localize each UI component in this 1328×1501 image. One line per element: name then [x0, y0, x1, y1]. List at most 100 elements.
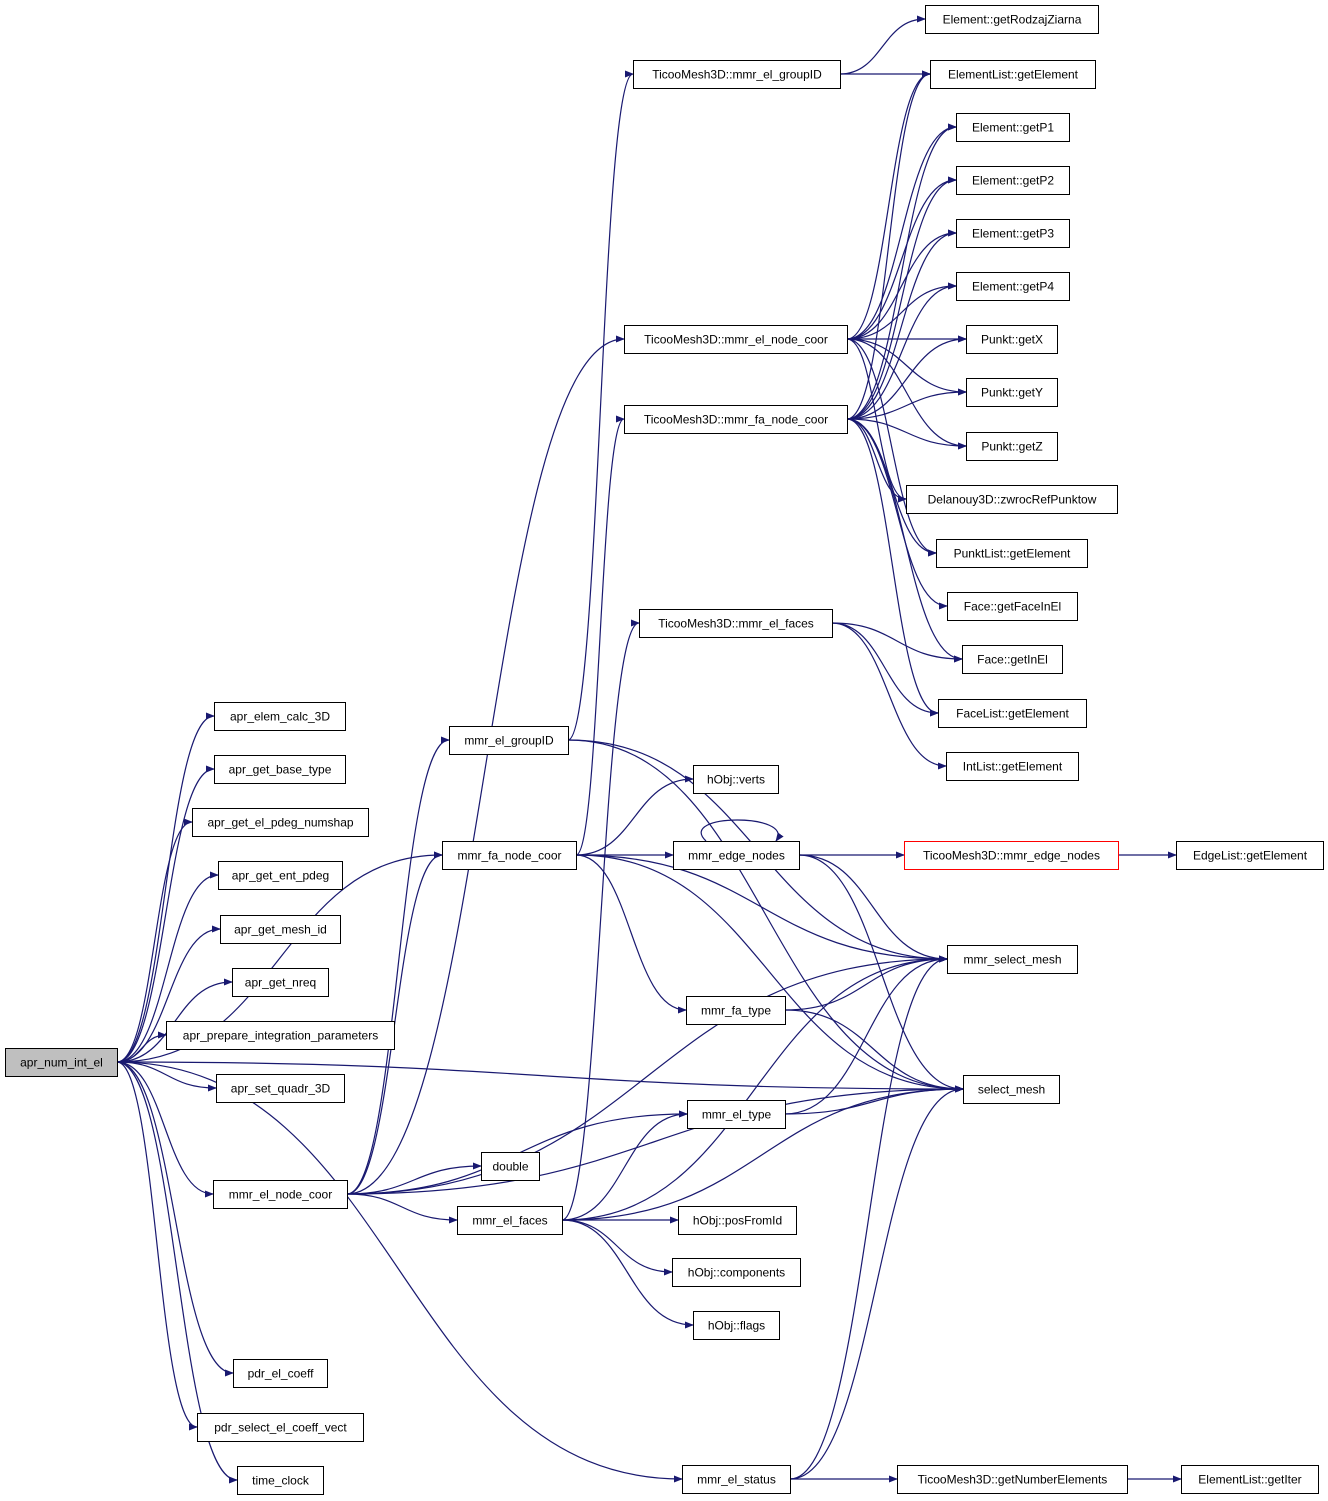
node-time-clock[interactable]: time_clock	[237, 1466, 324, 1495]
node-tm3d-getnumberelements[interactable]: TicooMesh3D::getNumberElements	[897, 1465, 1128, 1494]
edge-mmr-el-node-coor-to-mmr-select-mesh	[346, 955, 948, 1195]
node-apr-get-ent-pdeg[interactable]: apr_get_ent_pdeg	[218, 861, 343, 890]
edge-mmr-edge-nodes-to-select-mesh	[798, 854, 964, 1093]
node-label: mmr_el_node_coor	[229, 1188, 332, 1202]
edge-mmr-el-type-to-mmr-select-mesh	[784, 955, 948, 1115]
node-label: mmr_fa_type	[701, 1004, 771, 1018]
edge-mmr-fa-node-coor-to-mmr-select-mesh	[575, 854, 948, 963]
edge-tm3d-mmr-fa-node-coor-to-delanouy3d-zwrocrefpunktow	[846, 418, 907, 503]
node-mmr-el-status[interactable]: mmr_el_status	[682, 1465, 791, 1494]
edge-tm3d-mmr-el-node-coor-to-punktlist-getelement	[846, 338, 937, 557]
node-box	[214, 755, 346, 784]
node-apr-get-base-type[interactable]: apr_get_base_type	[214, 755, 346, 784]
node-element-getp4[interactable]: Element::getP4	[956, 272, 1070, 301]
node-box	[956, 166, 1070, 195]
node-tm3d-mmr-el-faces[interactable]: TicooMesh3D::mmr_el_faces	[639, 609, 833, 638]
node-punkt-getx[interactable]: Punkt::getX	[966, 325, 1058, 354]
node-apr-get-el-pdeg-numshap[interactable]: apr_get_el_pdeg_numshap	[192, 808, 369, 837]
node-label: apr_get_el_pdeg_numshap	[207, 816, 353, 830]
node-elementlist-getelement[interactable]: ElementList::getElement	[930, 60, 1096, 89]
edge-mmr-el-faces-to-select-mesh	[561, 1085, 964, 1221]
node-tm3d-mmr-edge-nodes[interactable]: TicooMesh3D::mmr_edge_nodes	[904, 841, 1119, 870]
node-pdr-select-el-coeff-vect[interactable]: pdr_select_el_coeff_vect	[197, 1413, 364, 1442]
node-apr-get-mesh-id[interactable]: apr_get_mesh_id	[220, 915, 341, 944]
edge-mmr-edge-nodes-to-mmr-select-mesh	[798, 854, 948, 963]
edge-mmr-fa-node-coor-to-hobj-verts	[575, 775, 694, 856]
node-element-getrodzajziarna[interactable]: Element::getRodzajZiarna	[925, 5, 1099, 34]
node-label: mmr_fa_node_coor	[457, 849, 561, 863]
node-mmr-select-mesh[interactable]: mmr_select_mesh	[947, 945, 1078, 974]
node-label: TicooMesh3D::mmr_el_faces	[658, 617, 814, 631]
node-box	[687, 1100, 786, 1129]
edge-mmr-fa-type-to-mmr-select-mesh	[784, 955, 948, 1011]
node-label: PunktList::getElement	[954, 547, 1071, 561]
call-nodes: apr_num_int_elapr_elem_calc_3Dapr_get_ba…	[5, 5, 1324, 1495]
node-box	[925, 5, 1099, 34]
edge-apr-num-int-el-to-apr-prepare-integration-parameters	[116, 1031, 167, 1063]
node-box	[166, 1021, 395, 1050]
node-select-mesh[interactable]: select_mesh	[963, 1075, 1060, 1104]
node-intlist-getelement[interactable]: IntList::getElement	[946, 752, 1079, 781]
edge-tm3d-mmr-el-node-coor-to-punkt-gety	[846, 338, 967, 396]
node-box	[904, 841, 1119, 870]
node-mmr-el-faces[interactable]: mmr_el_faces	[457, 1206, 563, 1235]
node-box	[966, 432, 1058, 461]
node-tm3d-mmr-fa-node-coor[interactable]: TicooMesh3D::mmr_fa_node_coor	[624, 405, 848, 434]
node-edgelist-getelement[interactable]: EdgeList::getElement	[1176, 841, 1324, 870]
node-face-getinel[interactable]: Face::getInEl	[962, 645, 1063, 674]
node-apr-prepare-integration-parameters[interactable]: apr_prepare_integration_parameters	[166, 1021, 395, 1050]
node-box	[897, 1465, 1128, 1494]
node-apr-get-nreq[interactable]: apr_get_nreq	[232, 968, 329, 997]
node-pdr-el-coeff[interactable]: pdr_el_coeff	[233, 1359, 328, 1388]
node-mmr-fa-node-coor[interactable]: mmr_fa_node_coor	[442, 841, 577, 870]
node-elementlist-getiter[interactable]: ElementList::getIter	[1181, 1465, 1319, 1494]
node-box	[966, 378, 1058, 407]
node-tm3d-mmr-el-node-coor[interactable]: TicooMesh3D::mmr_el_node_coor	[624, 325, 848, 354]
edge-tm3d-mmr-el-node-coor-to-punkt-getz	[846, 338, 967, 450]
node-box	[197, 1413, 364, 1442]
node-mmr-fa-type[interactable]: mmr_fa_type	[686, 996, 786, 1025]
edge-mmr-el-node-coor-to-tm3d-mmr-el-node-coor	[346, 335, 625, 1195]
node-box	[214, 702, 346, 731]
node-punkt-getz[interactable]: Punkt::getZ	[966, 432, 1058, 461]
node-apr-set-quadr-3d[interactable]: apr_set_quadr_3D	[216, 1074, 345, 1103]
node-label: Element::getP4	[972, 280, 1054, 294]
node-box	[966, 325, 1058, 354]
edge-tm3d-mmr-el-node-coor-to-delanouy3d-zwrocrefpunktow	[846, 338, 907, 503]
node-label: ElementList::getElement	[948, 68, 1079, 82]
node-box	[946, 752, 1079, 781]
node-double[interactable]: double	[481, 1152, 540, 1181]
node-element-getp1[interactable]: Element::getP1	[956, 113, 1070, 142]
node-label: Element::getRodzajZiarna	[943, 13, 1082, 27]
node-facelist-getelement[interactable]: FaceList::getElement	[938, 699, 1087, 728]
edge-tm3d-mmr-fa-node-coor-to-element-getp4	[846, 282, 957, 420]
edge-tm3d-mmr-fa-node-coor-to-punkt-getz	[846, 418, 967, 450]
node-mmr-el-type[interactable]: mmr_el_type	[687, 1100, 786, 1129]
node-punkt-gety[interactable]: Punkt::getY	[966, 378, 1058, 407]
node-label: TicooMesh3D::mmr_edge_nodes	[923, 849, 1100, 863]
node-box	[216, 1074, 345, 1103]
edge-apr-num-int-el-to-mmr-el-node-coor	[116, 1061, 214, 1198]
node-hobj-components[interactable]: hObj::components	[672, 1258, 801, 1287]
node-label: apr_get_mesh_id	[234, 923, 327, 937]
node-hobj-verts[interactable]: hObj::verts	[693, 765, 779, 794]
node-label: ElementList::getIter	[1198, 1473, 1301, 1487]
node-tm3d-mmr-el-groupid[interactable]: TicooMesh3D::mmr_el_groupID	[633, 60, 841, 89]
node-label: double	[492, 1160, 528, 1174]
node-box	[930, 60, 1096, 89]
node-label: Face::getFaceInEl	[964, 600, 1061, 614]
node-face-getfaceinel[interactable]: Face::getFaceInEl	[947, 592, 1078, 621]
node-mmr-edge-nodes[interactable]: mmr_edge_nodes	[673, 841, 800, 870]
node-label: Delanouy3D::zwrocRefPunktow	[928, 493, 1097, 507]
node-element-getp3[interactable]: Element::getP3	[956, 219, 1070, 248]
node-mmr-el-groupid[interactable]: mmr_el_groupID	[449, 726, 569, 755]
node-hobj-posfromid[interactable]: hObj::posFromId	[678, 1206, 797, 1235]
node-punktlist-getelement[interactable]: PunktList::getElement	[936, 539, 1088, 568]
node-element-getp2[interactable]: Element::getP2	[956, 166, 1070, 195]
node-mmr-el-node-coor[interactable]: mmr_el_node_coor	[213, 1180, 348, 1209]
node-box	[220, 915, 341, 944]
edge-tm3d-mmr-fa-node-coor-to-element-getp3	[846, 229, 957, 420]
node-hobj-flags[interactable]: hObj::flags	[693, 1311, 780, 1340]
node-delanouy3d-zwrocrefpunktow[interactable]: Delanouy3D::zwrocRefPunktow	[906, 485, 1118, 514]
node-apr-elem-calc-3d[interactable]: apr_elem_calc_3D	[214, 702, 346, 731]
